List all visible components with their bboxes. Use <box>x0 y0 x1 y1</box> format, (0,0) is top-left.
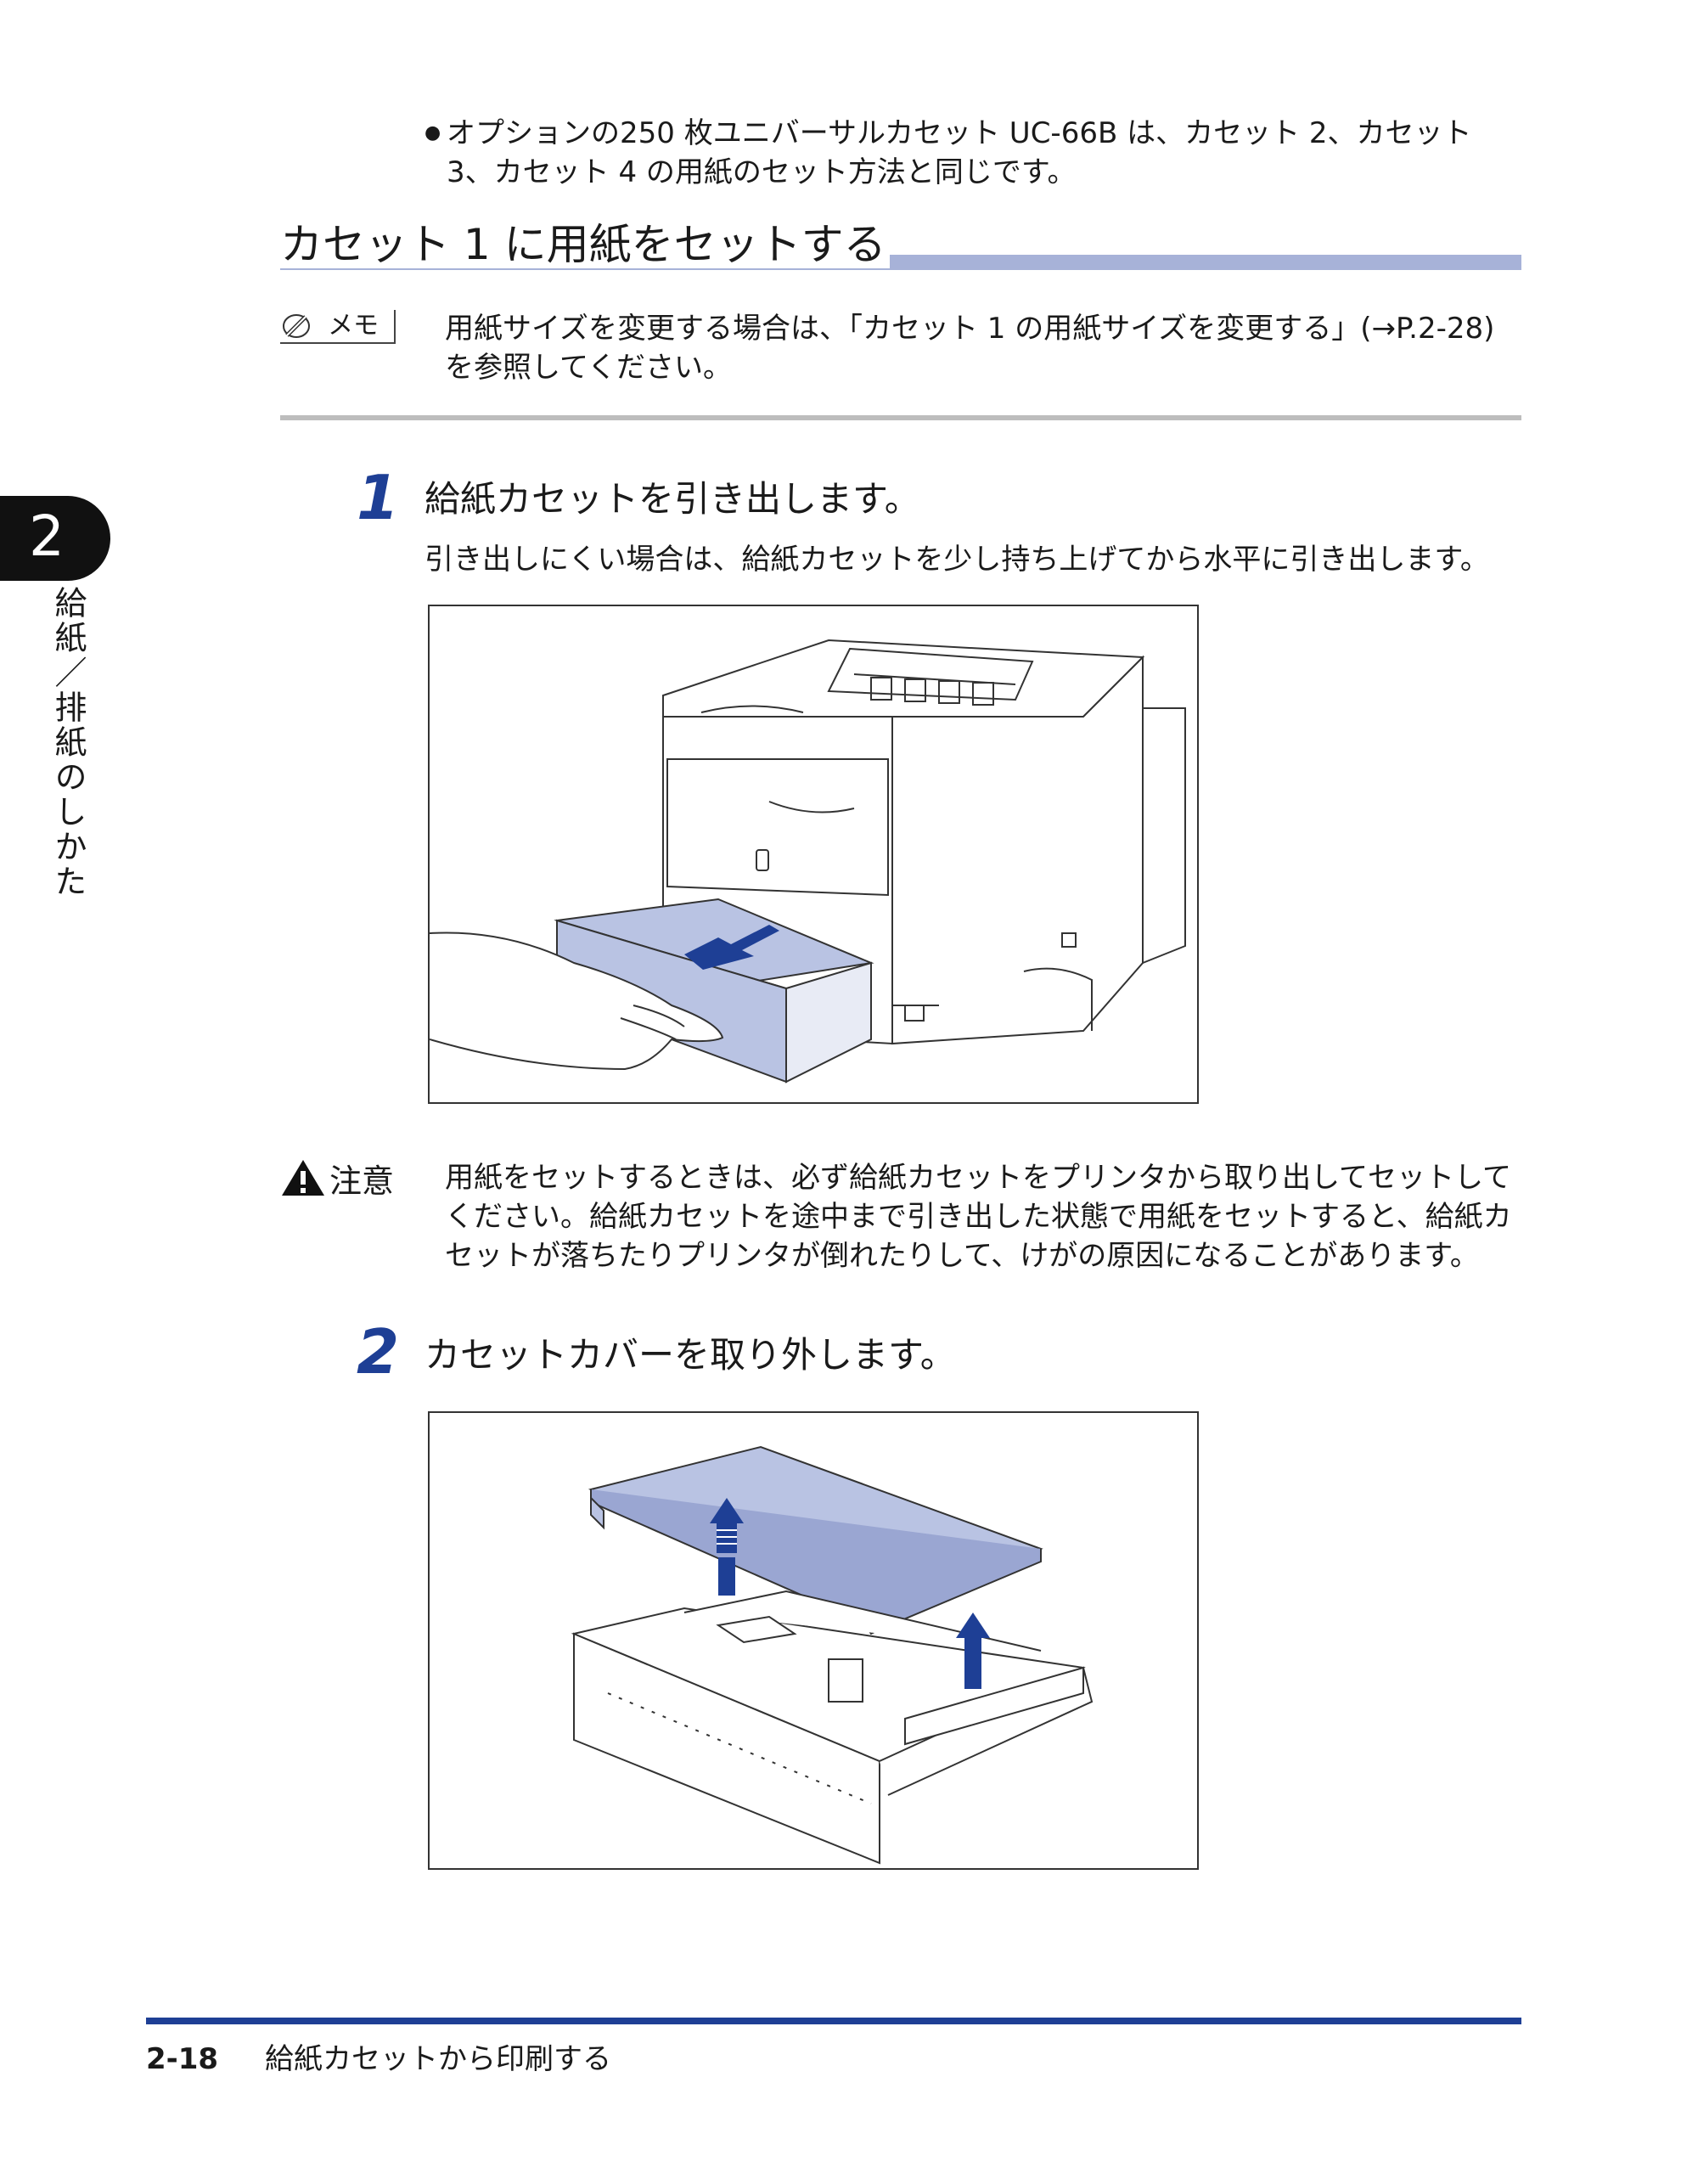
chapter-number: 2 <box>29 504 65 569</box>
figure-remove-cover <box>428 1411 1199 1870</box>
footer-page-number: 2-18 <box>146 2042 219 2076</box>
lift-arrow-left <box>710 1498 744 1553</box>
hand <box>430 932 724 1071</box>
chapter-side-title: 給紙／排紙のしかた <box>49 586 87 899</box>
step-1-number: 1 <box>357 462 400 533</box>
bullet-note: ● オプションの250 枚ユニバーサルカセット UC-66B は、カセット 2、… <box>424 114 1520 192</box>
figure-pull-out-cassette <box>428 605 1199 1104</box>
memo-label: メモ <box>280 310 396 344</box>
memo-divider <box>280 415 1521 420</box>
cassette-cover-illustration <box>571 1445 1094 1865</box>
section-heading: カセット 1 に用紙をセットする <box>280 221 1521 270</box>
lift-arrow-right <box>956 1613 990 1638</box>
memo-label-text: メモ <box>328 311 379 341</box>
step-2-number: 2 <box>357 1316 400 1388</box>
chapter-tab: 2 <box>0 496 110 581</box>
footer-section-title: 給紙カセットから印刷する <box>265 2042 611 2076</box>
warning-triangle-icon <box>282 1160 324 1196</box>
caution-text: 用紙をセットするときは、必ず給紙カセットをプリンタから取り出してセットしてくださ… <box>445 1161 1512 1273</box>
step-1-title: 給紙カセットを引き出します。 <box>424 478 920 520</box>
caution-label: 注意 <box>280 1158 394 1203</box>
bullet-note-text: オプションの250 枚ユニバーサルカセット UC-66B は、カセット 2、カセ… <box>447 116 1472 189</box>
step-2-title: カセットカバーを取り外します。 <box>424 1334 956 1376</box>
pull-arrow <box>684 925 779 970</box>
bullet-dot: ● <box>424 122 441 144</box>
memo-text: 用紙サイズを変更する場合は、「カセット 1 の用紙サイズを変更する」(→P.2-… <box>445 312 1495 385</box>
printer-illustration <box>430 639 1186 1084</box>
caution-label-text: 注意 <box>329 1162 395 1200</box>
pencil-icon <box>283 314 310 338</box>
footer-rule <box>146 2018 1521 2024</box>
section-title: カセット 1 に用紙をセットする <box>280 221 890 268</box>
step-1-desc: 引き出しにくい場合は、給紙カセットを少し持ち上げてから水平に引き出します。 <box>424 543 1489 577</box>
